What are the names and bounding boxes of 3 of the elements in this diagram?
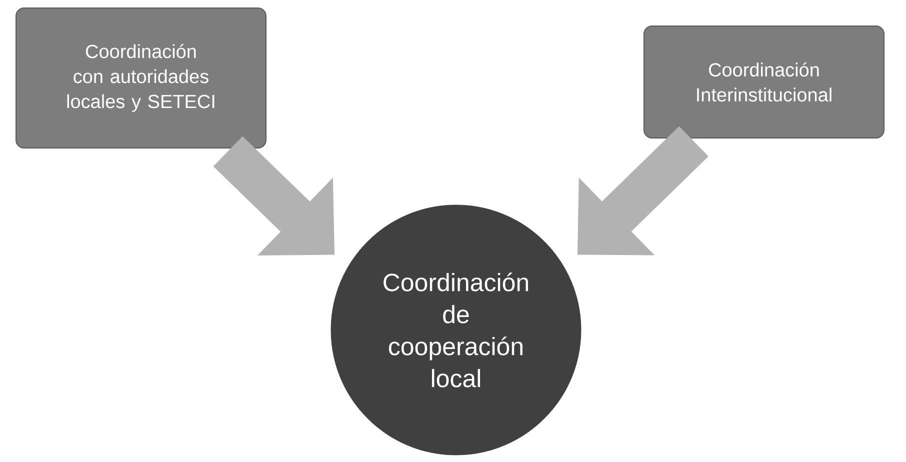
process-box: Coordinación Interinstitucional (644, 26, 884, 138)
process-box: Coordinación con autoridades locales y SETECI (16, 8, 266, 148)
circle-node: Coordinación de cooperación local (330, 204, 582, 456)
